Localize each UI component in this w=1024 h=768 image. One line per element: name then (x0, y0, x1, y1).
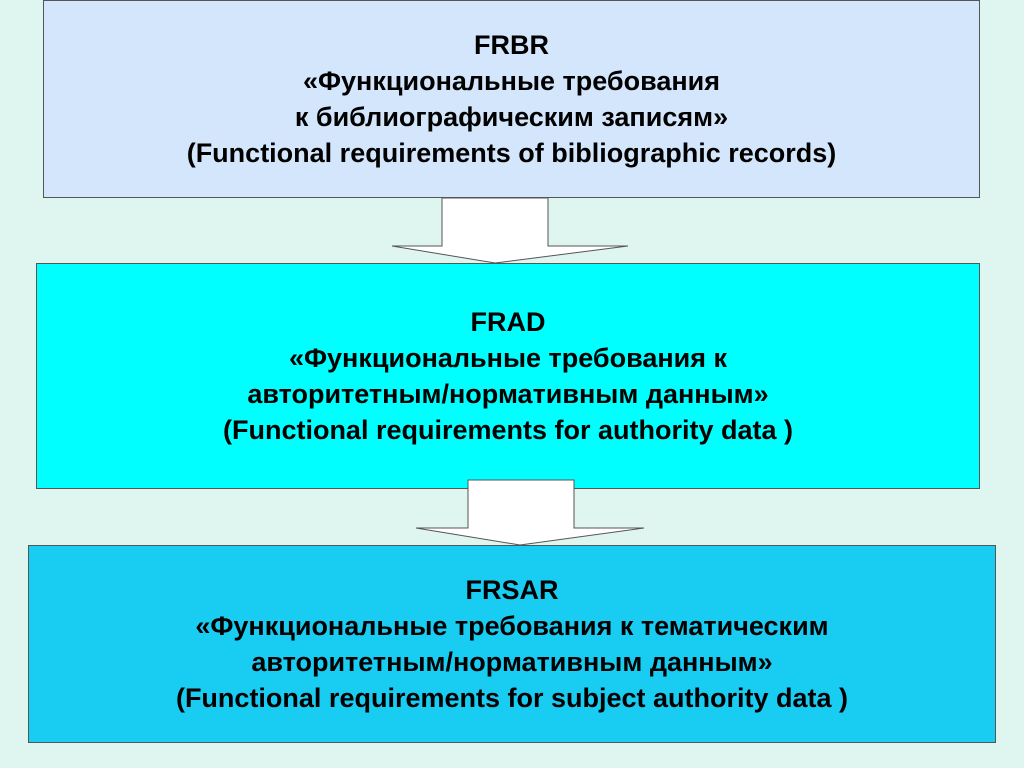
down-arrow-frad-to-frsar (415, 479, 645, 546)
frad-box: FRAD «Функциональные требования к автори… (36, 263, 980, 489)
down-arrow-frbr-to-frad (391, 197, 629, 264)
frbr-english-title: (Functional requirements of bibliographi… (186, 138, 837, 168)
frsar-box: FRSAR «Функциональные требования к темат… (28, 545, 996, 743)
frsar-acronym: FRSAR (465, 575, 559, 605)
frsar-russian-line-1: «Функциональные требования к тематически… (195, 611, 829, 641)
frsar-russian-line-2: авторитетным/нормативным данным» (251, 647, 773, 677)
frbr-russian-line-1: «Функциональные требования (302, 66, 720, 96)
frbr-acronym: FRBR (474, 30, 549, 60)
frad-english-title: (Functional requirements for authority d… (222, 415, 794, 445)
frad-russian-line-1: «Функциональные требования к (288, 343, 728, 373)
frad-russian-line-2: авторитетным/нормативным данным» (247, 379, 769, 409)
frad-acronym: FRAD (470, 307, 546, 337)
frbr-box: FRBR «Функциональные требования к библио… (43, 0, 980, 198)
frbr-russian-line-2: к библиографическим записям» (294, 102, 729, 132)
frsar-english-title: (Functional requirements for subject aut… (175, 683, 849, 713)
